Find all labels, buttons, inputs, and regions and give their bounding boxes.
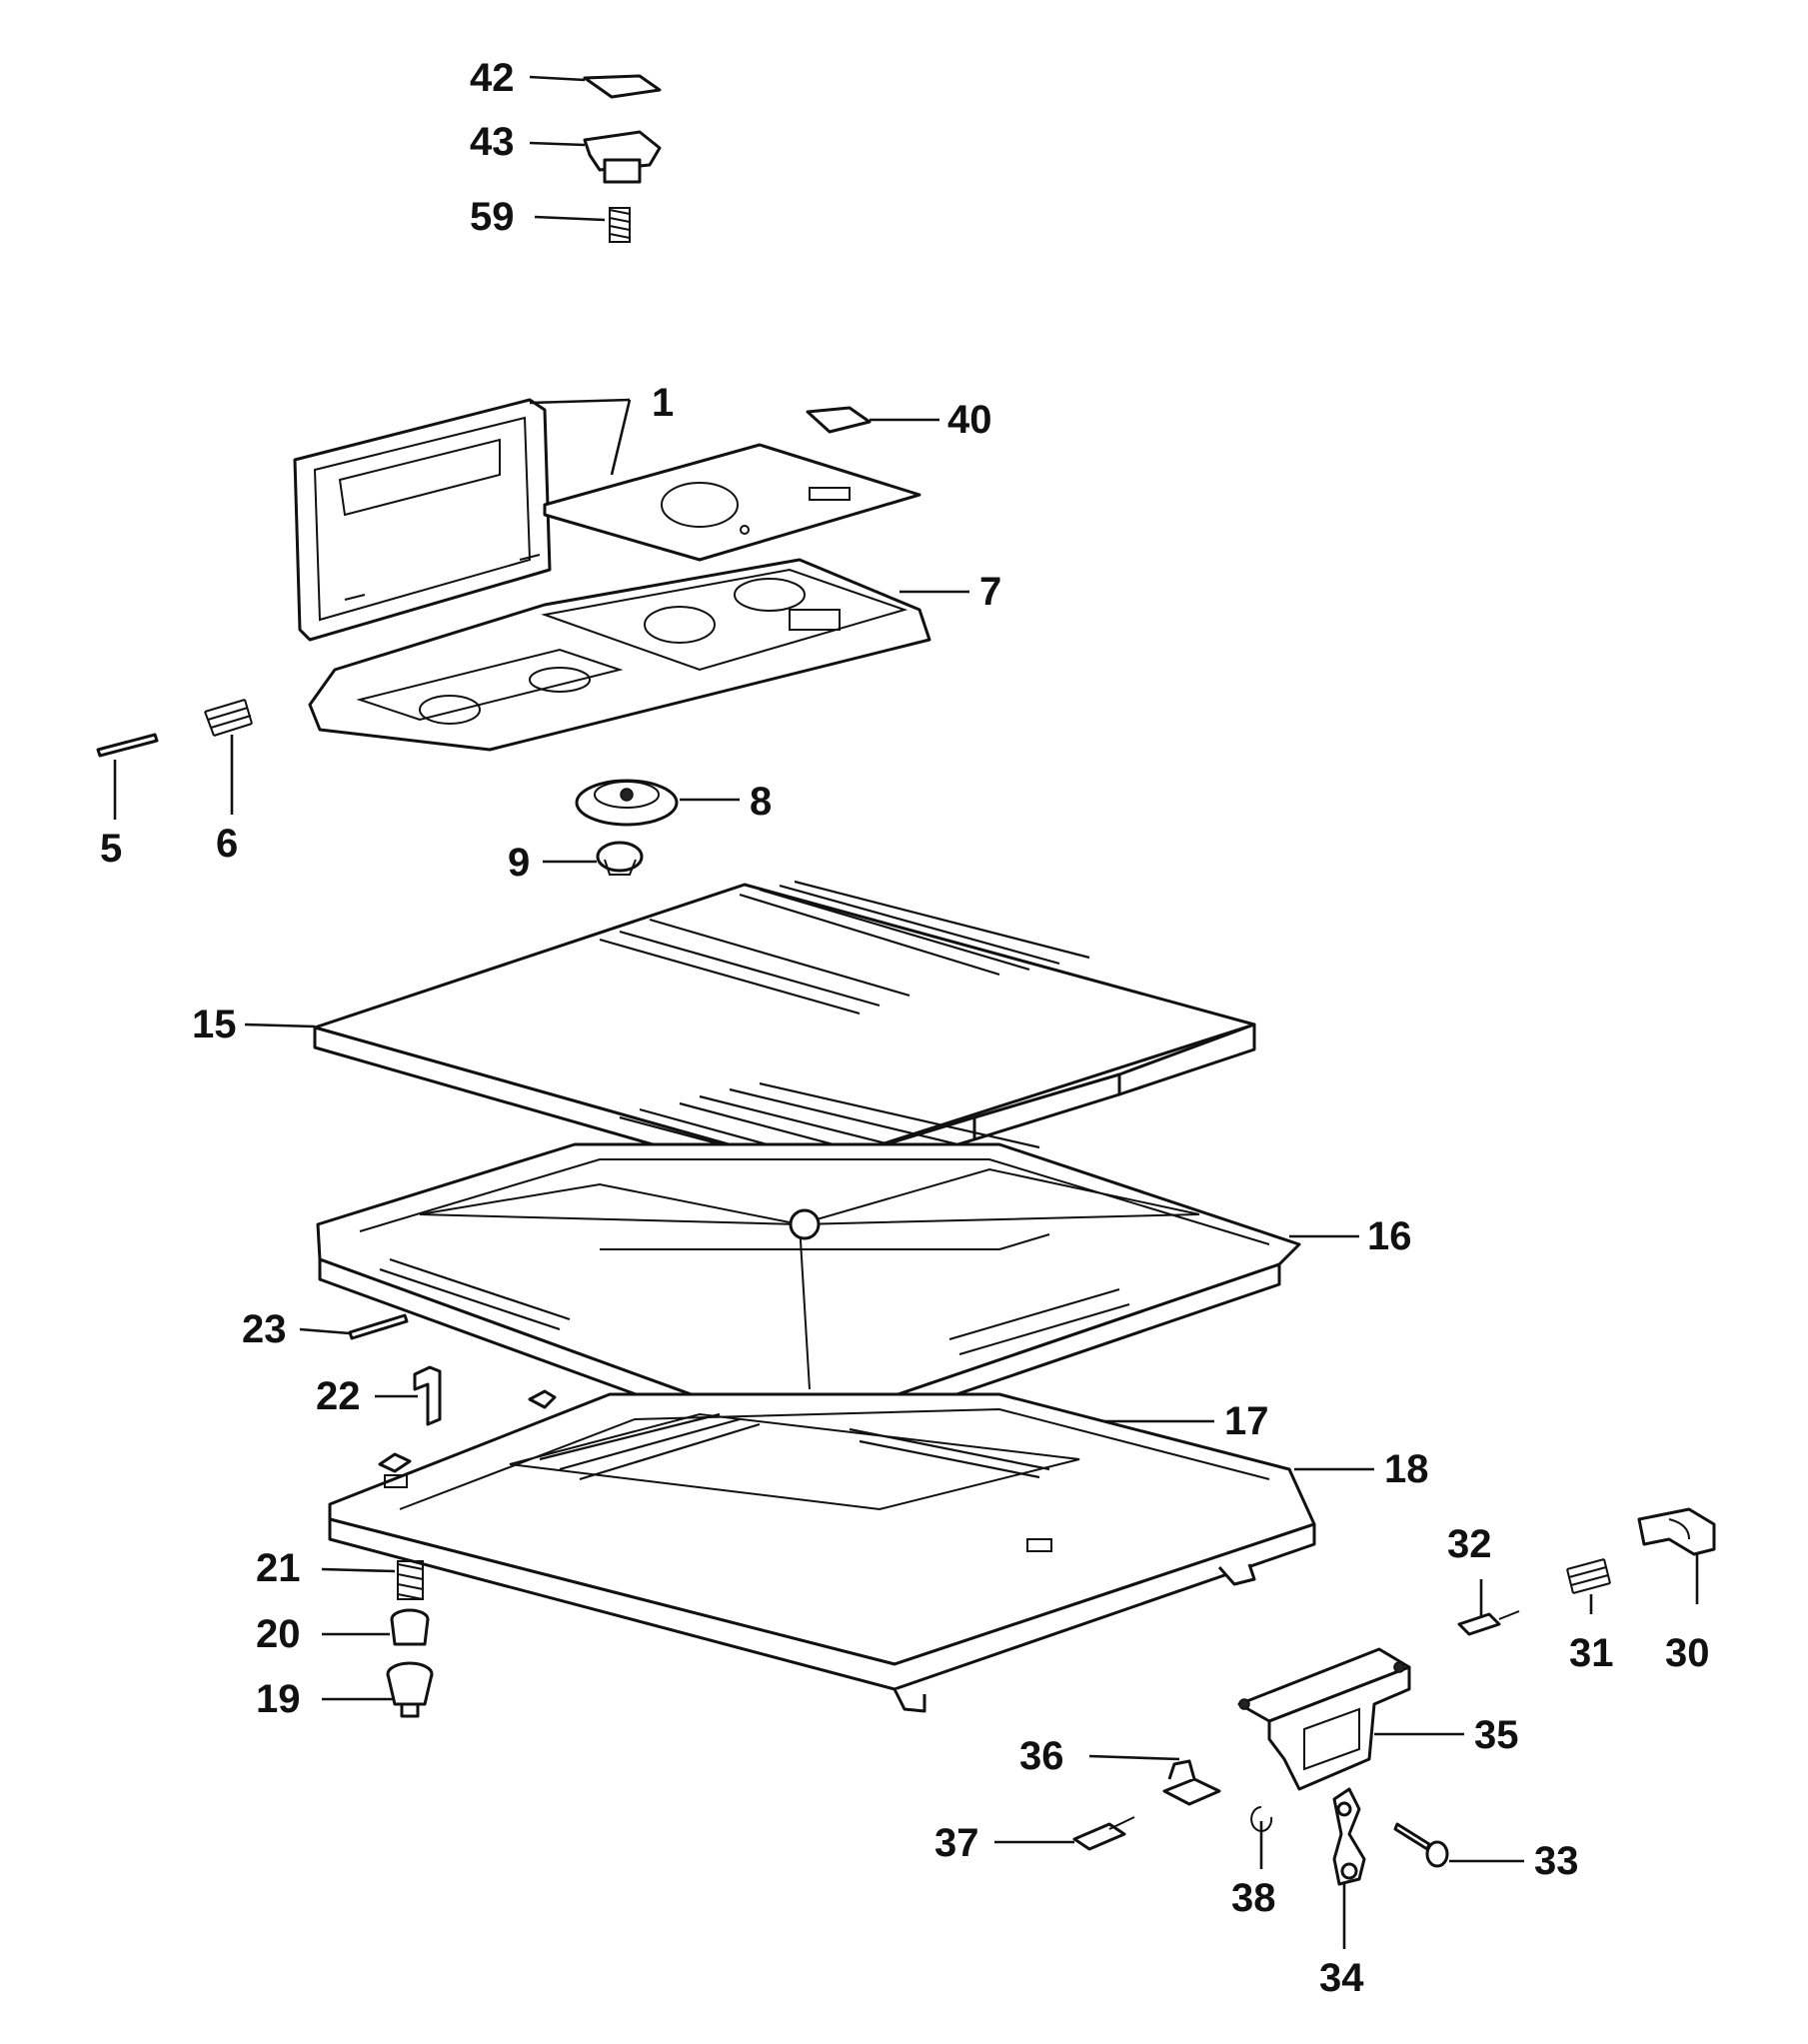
callout-6: 6	[216, 822, 238, 866]
part-42-cap	[583, 74, 662, 99]
callout-23: 23	[242, 1307, 287, 1351]
part-1-door-panel	[293, 398, 552, 642]
part-9-knob	[596, 841, 644, 876]
callout-40: 40	[947, 398, 992, 442]
part-8-knob-base	[575, 779, 679, 827]
callout-16: 16	[1367, 1214, 1412, 1258]
part-37-clip	[1072, 1816, 1135, 1851]
part-20-plug	[390, 1608, 430, 1646]
part-18-base-tray	[328, 1389, 1316, 1713]
part-7-control-panel	[308, 558, 931, 752]
callout-21: 21	[256, 1546, 301, 1590]
callout-34: 34	[1319, 1956, 1364, 2000]
part-40-clip	[806, 406, 872, 434]
callout-30: 30	[1665, 1631, 1710, 1675]
callout-59: 59	[470, 195, 515, 239]
callout-31: 31	[1569, 1631, 1614, 1675]
part-34-lever	[1332, 1787, 1366, 1886]
callout-9: 9	[508, 841, 530, 885]
part-59-spring	[609, 207, 631, 243]
callout-35: 35	[1474, 1713, 1519, 1757]
callout-17: 17	[1224, 1399, 1269, 1443]
callout-19: 19	[256, 1677, 301, 1721]
callout-7: 7	[979, 570, 1001, 614]
part-38-circlip	[1250, 1806, 1273, 1832]
callout-38: 38	[1231, 1876, 1276, 1920]
part-1-top-plate	[543, 443, 921, 562]
callout-15: 15	[192, 1003, 237, 1046]
part-22-hinge-pin	[413, 1365, 442, 1426]
callout-42: 42	[470, 56, 515, 100]
part-23-pin	[348, 1313, 409, 1340]
part-35-lock-housing	[1237, 1647, 1411, 1791]
callout-36: 36	[1019, 1734, 1064, 1778]
part-31-spring	[1566, 1558, 1611, 1594]
callout-18: 18	[1384, 1447, 1429, 1491]
part-36-catch	[1162, 1759, 1221, 1806]
part-30-latch-cap	[1637, 1507, 1716, 1556]
part-5-pin	[96, 733, 159, 758]
callout-8: 8	[750, 780, 772, 824]
callout-43: 43	[470, 120, 515, 164]
callout-37: 37	[934, 1821, 979, 1865]
part-33-screw	[1393, 1822, 1449, 1868]
callout-32: 32	[1447, 1522, 1492, 1566]
callout-33: 33	[1534, 1839, 1579, 1883]
callout-5: 5	[100, 827, 122, 871]
part-19-foot	[386, 1661, 434, 1718]
part-32-latch-pin	[1457, 1610, 1520, 1636]
part-21-spring	[397, 1560, 424, 1600]
part-6-spring	[204, 699, 253, 737]
callout-20: 20	[256, 1612, 301, 1656]
callout-1: 1	[652, 381, 674, 425]
callout-22: 22	[316, 1374, 361, 1418]
part-43-button	[583, 130, 662, 184]
